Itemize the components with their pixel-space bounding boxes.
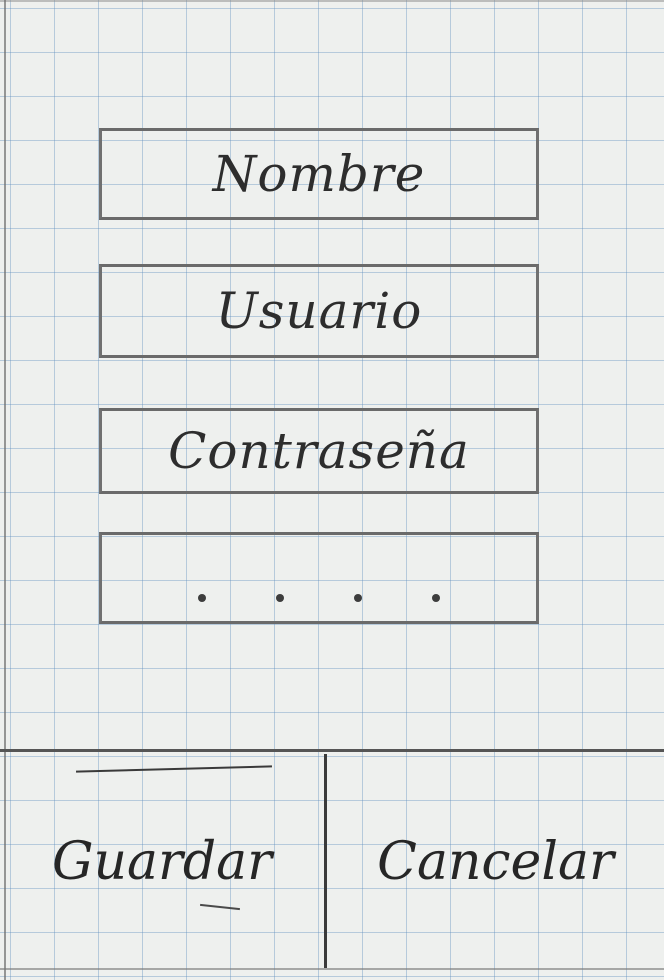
button-divider: [324, 754, 327, 968]
sheet-top-edge: [0, 0, 664, 2]
sheet-left-edge: [4, 0, 6, 980]
mask-dot: [354, 594, 362, 602]
mask-dot: [198, 594, 206, 602]
mask-dot: [276, 594, 284, 602]
cancel-button[interactable]: Cancelar: [327, 752, 664, 972]
nombre-field-label: Nombre: [212, 145, 426, 203]
button-bar: Guardar Cancelar: [0, 749, 664, 980]
usuario-field[interactable]: Usuario: [99, 264, 539, 358]
save-button-label: Guardar: [51, 832, 273, 892]
contrasena-field[interactable]: Contraseña: [99, 408, 539, 494]
mask-dot: [432, 594, 440, 602]
nombre-field[interactable]: Nombre: [99, 128, 539, 220]
usuario-field-label: Usuario: [215, 282, 423, 340]
sheet-bottom-edge: [0, 968, 664, 970]
cancel-button-label: Cancelar: [377, 832, 614, 892]
masked-password-dots: [198, 594, 440, 602]
contrasena-field-label: Contraseña: [168, 422, 470, 480]
masked-password-field[interactable]: [99, 532, 539, 624]
save-button[interactable]: Guardar: [0, 752, 324, 972]
